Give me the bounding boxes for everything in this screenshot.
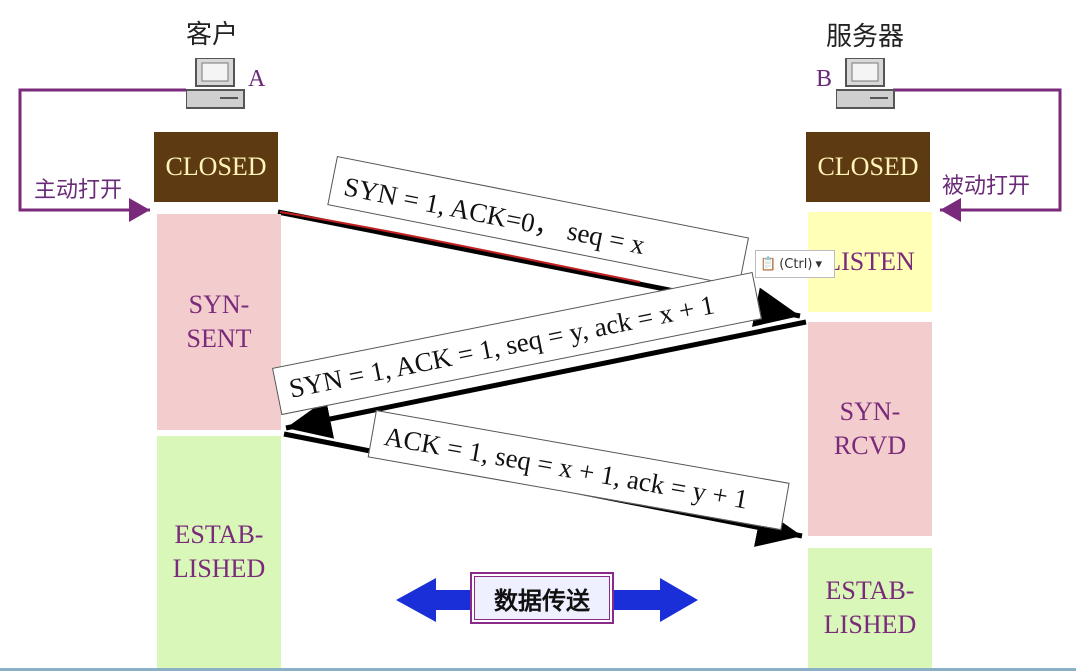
client-state-established: ESTAB- LISHED (157, 436, 281, 668)
client-open-label: 主动打开 (34, 178, 123, 203)
server-state-established: ESTAB- LISHED (808, 548, 932, 668)
server-state-syn-rcvd: SYN- RCVD (808, 322, 932, 536)
chevron-down-icon: ▾ (815, 256, 822, 272)
server-computer-icon (835, 57, 896, 123)
server-state-closed: CLOSED (806, 132, 930, 202)
syn-ack-arrow (285, 319, 807, 439)
client-letter: A (248, 66, 266, 92)
bottom-divider (0, 668, 1076, 671)
server-title: 服务器 (826, 22, 905, 52)
paste-options-label: (Ctrl) (779, 256, 813, 272)
server-open-label: 被动打开 (942, 174, 1031, 199)
paste-options-button[interactable]: 📋 (Ctrl) ▾ (755, 250, 835, 278)
client-computer-icon (185, 57, 246, 123)
client-open-loop (18, 88, 186, 222)
clipboard-icon: 📋 (760, 256, 777, 272)
data-transfer-label: 数据传送 (470, 572, 614, 624)
client-title: 客户 (186, 20, 239, 50)
server-open-loop (893, 88, 1062, 222)
server-letter: B (816, 66, 833, 92)
syn-underline-mark (279, 211, 641, 283)
client-state-closed: CLOSED (154, 132, 278, 202)
client-state-syn-sent: SYN- SENT (157, 214, 281, 430)
